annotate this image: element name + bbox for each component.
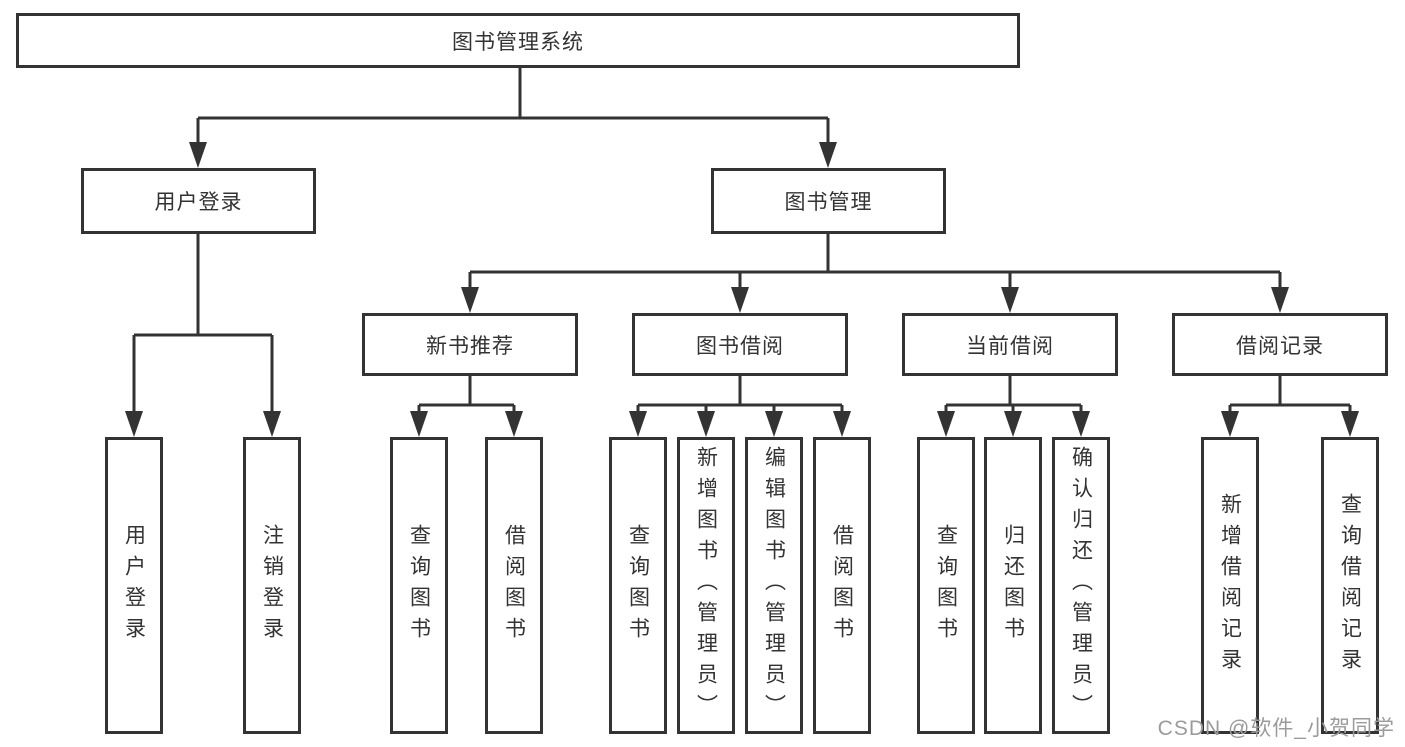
leaf-cb-query-books: 查询图书 bbox=[917, 437, 975, 734]
node-current-borrow: 当前借阅 bbox=[902, 313, 1118, 376]
leaf-bb-add-books-admin-label: 新增图书（管理员） bbox=[694, 446, 718, 725]
leaf-logout: 注销登录 bbox=[243, 437, 301, 734]
node-user-login: 用户登录 bbox=[81, 168, 316, 234]
leaf-bb-query-books: 查询图书 bbox=[609, 437, 667, 734]
leaf-nbr-borrow-books-label: 借阅图书 bbox=[502, 523, 526, 648]
node-new-book-recommend: 新书推荐 bbox=[362, 313, 578, 376]
leaf-logout-label: 注销登录 bbox=[260, 523, 284, 648]
leaf-user-login: 用户登录 bbox=[105, 437, 163, 734]
leaf-cb-confirm-return-admin: 确认归还（管理员） bbox=[1052, 437, 1110, 734]
leaf-bb-edit-books-admin-label: 编辑图书（管理员） bbox=[762, 446, 786, 725]
leaf-cb-return-books: 归还图书 bbox=[984, 437, 1042, 734]
leaf-br-query-record: 查询借阅记录 bbox=[1321, 437, 1379, 734]
node-book-management-label: 图书管理 bbox=[784, 191, 873, 214]
leaf-bb-query-books-label: 查询图书 bbox=[626, 523, 650, 648]
leaf-user-login-label: 用户登录 bbox=[122, 523, 146, 648]
leaf-bb-edit-books-admin: 编辑图书（管理员） bbox=[745, 437, 803, 734]
node-root: 图书管理系统 bbox=[16, 13, 1020, 68]
node-root-label: 图书管理系统 bbox=[452, 30, 584, 54]
leaf-bb-borrow-books: 借阅图书 bbox=[813, 437, 871, 734]
leaf-cb-return-books-label: 归还图书 bbox=[1001, 523, 1025, 648]
leaf-br-query-record-label: 查询借阅记录 bbox=[1338, 492, 1362, 679]
leaf-br-add-record-label: 新增借阅记录 bbox=[1218, 492, 1242, 679]
leaf-nbr-borrow-books: 借阅图书 bbox=[485, 437, 543, 734]
leaf-cb-query-books-label: 查询图书 bbox=[934, 523, 958, 648]
node-book-borrow-label: 图书借阅 bbox=[696, 334, 784, 358]
leaf-nbr-query-books-label: 查询图书 bbox=[407, 523, 431, 648]
leaf-br-add-record: 新增借阅记录 bbox=[1201, 437, 1259, 734]
node-borrow-records: 借阅记录 bbox=[1172, 313, 1388, 376]
leaf-bb-borrow-books-label: 借阅图书 bbox=[830, 523, 854, 648]
csdn-watermark: CSDN @软件_小贺同学 bbox=[1157, 717, 1395, 740]
node-user-login-label: 用户登录 bbox=[154, 191, 243, 214]
node-borrow-records-label: 借阅记录 bbox=[1236, 334, 1324, 358]
node-book-management: 图书管理 bbox=[711, 168, 946, 234]
node-book-borrow: 图书借阅 bbox=[632, 313, 848, 376]
leaf-cb-confirm-return-admin-label: 确认归还（管理员） bbox=[1069, 446, 1093, 725]
connector-arrowheads bbox=[125, 142, 1359, 437]
leaf-nbr-query-books: 查询图书 bbox=[390, 437, 448, 734]
leaf-bb-add-books-admin: 新增图书（管理员） bbox=[677, 437, 735, 734]
node-current-borrow-label: 当前借阅 bbox=[966, 334, 1054, 358]
node-new-book-recommend-label: 新书推荐 bbox=[426, 334, 514, 358]
